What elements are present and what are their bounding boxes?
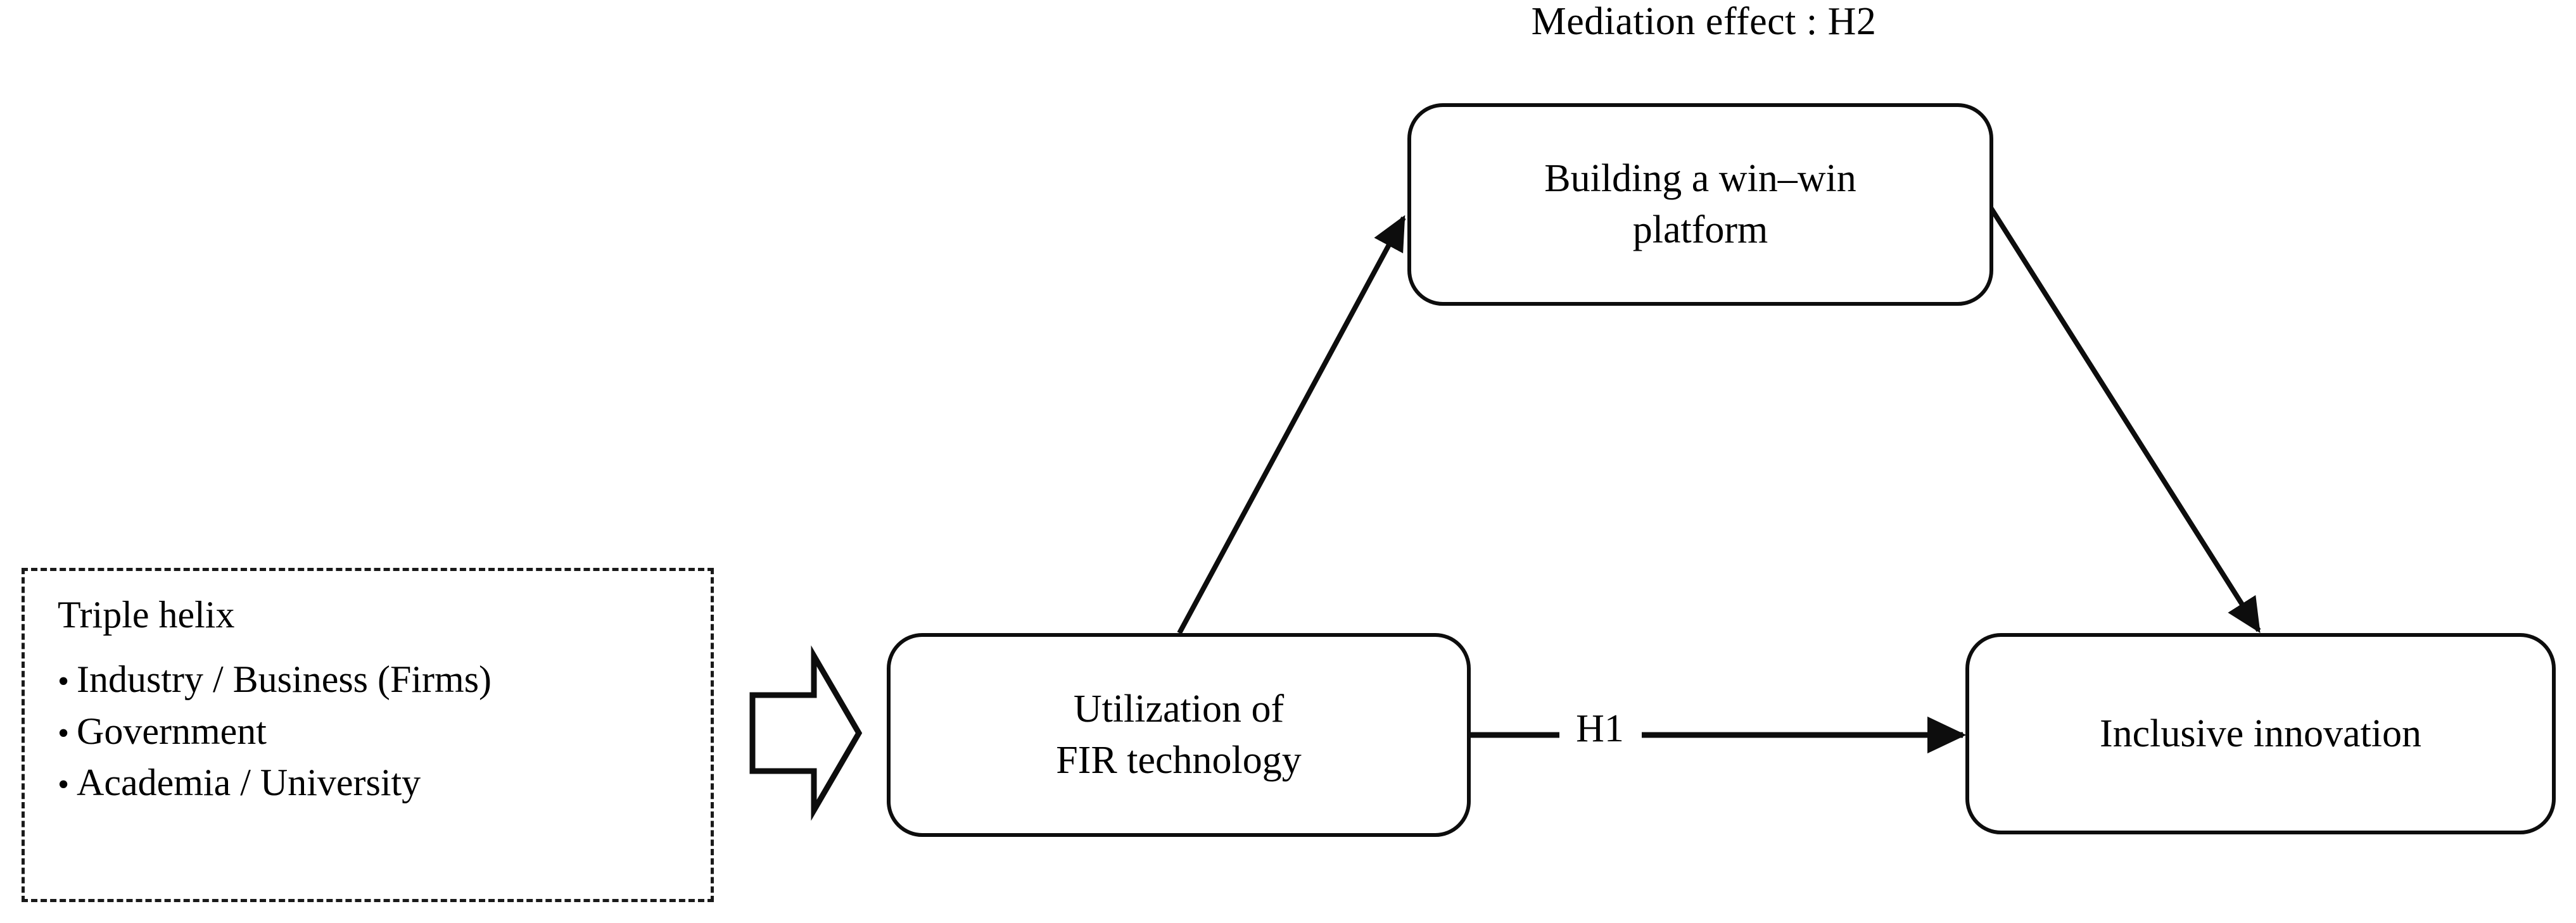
list-item-label: Government [77, 710, 267, 752]
node-inclusive-line-1: Inclusive innovation [2100, 712, 2421, 755]
list-item: • Industry / Business (Firms) [58, 654, 711, 706]
triple-helix-panel: Triple helix • Industry / Business (Firm… [22, 568, 714, 902]
list-item-label: Industry / Business (Firms) [77, 658, 492, 700]
bullet-icon: • [58, 663, 70, 700]
triple-helix-list: • Industry / Business (Firms) • Governme… [58, 654, 711, 809]
bullet-icon: • [58, 767, 70, 803]
node-fir-line-2: FIR technology [1056, 739, 1302, 782]
node-platform-line-2: platform [1632, 208, 1768, 251]
node-platform-text: Building a win–win platform [1544, 153, 1856, 255]
triple-helix-heading: Triple helix [58, 594, 235, 636]
edge-fir-to-platform [1177, 215, 1406, 634]
mediation-effect-label: Mediation effect : H2 [1531, 0, 1877, 43]
node-fir-text: Utilization of FIR technology [1056, 684, 1301, 786]
node-inclusive-text: Inclusive innovation [2100, 708, 2421, 760]
node-utilization-of-fir-technology[interactable]: Utilization of FIR technology [887, 633, 1471, 837]
list-item-label: Academia / University [77, 762, 421, 804]
edge-platform-to-inclusive [1988, 206, 2261, 634]
edge-label-h1: H1 [1576, 707, 1624, 750]
node-inclusive-innovation[interactable]: Inclusive innovation [1965, 633, 2556, 834]
node-platform-line-1: Building a win–win [1544, 157, 1856, 201]
block-arrow-icon [749, 645, 863, 821]
bullet-icon: • [58, 715, 70, 751]
node-building-winwin-platform[interactable]: Building a win–win platform [1407, 103, 1993, 306]
list-item: • Academia / University [58, 757, 711, 809]
list-item: • Government [58, 706, 711, 758]
node-fir-line-1: Utilization of [1073, 688, 1285, 731]
